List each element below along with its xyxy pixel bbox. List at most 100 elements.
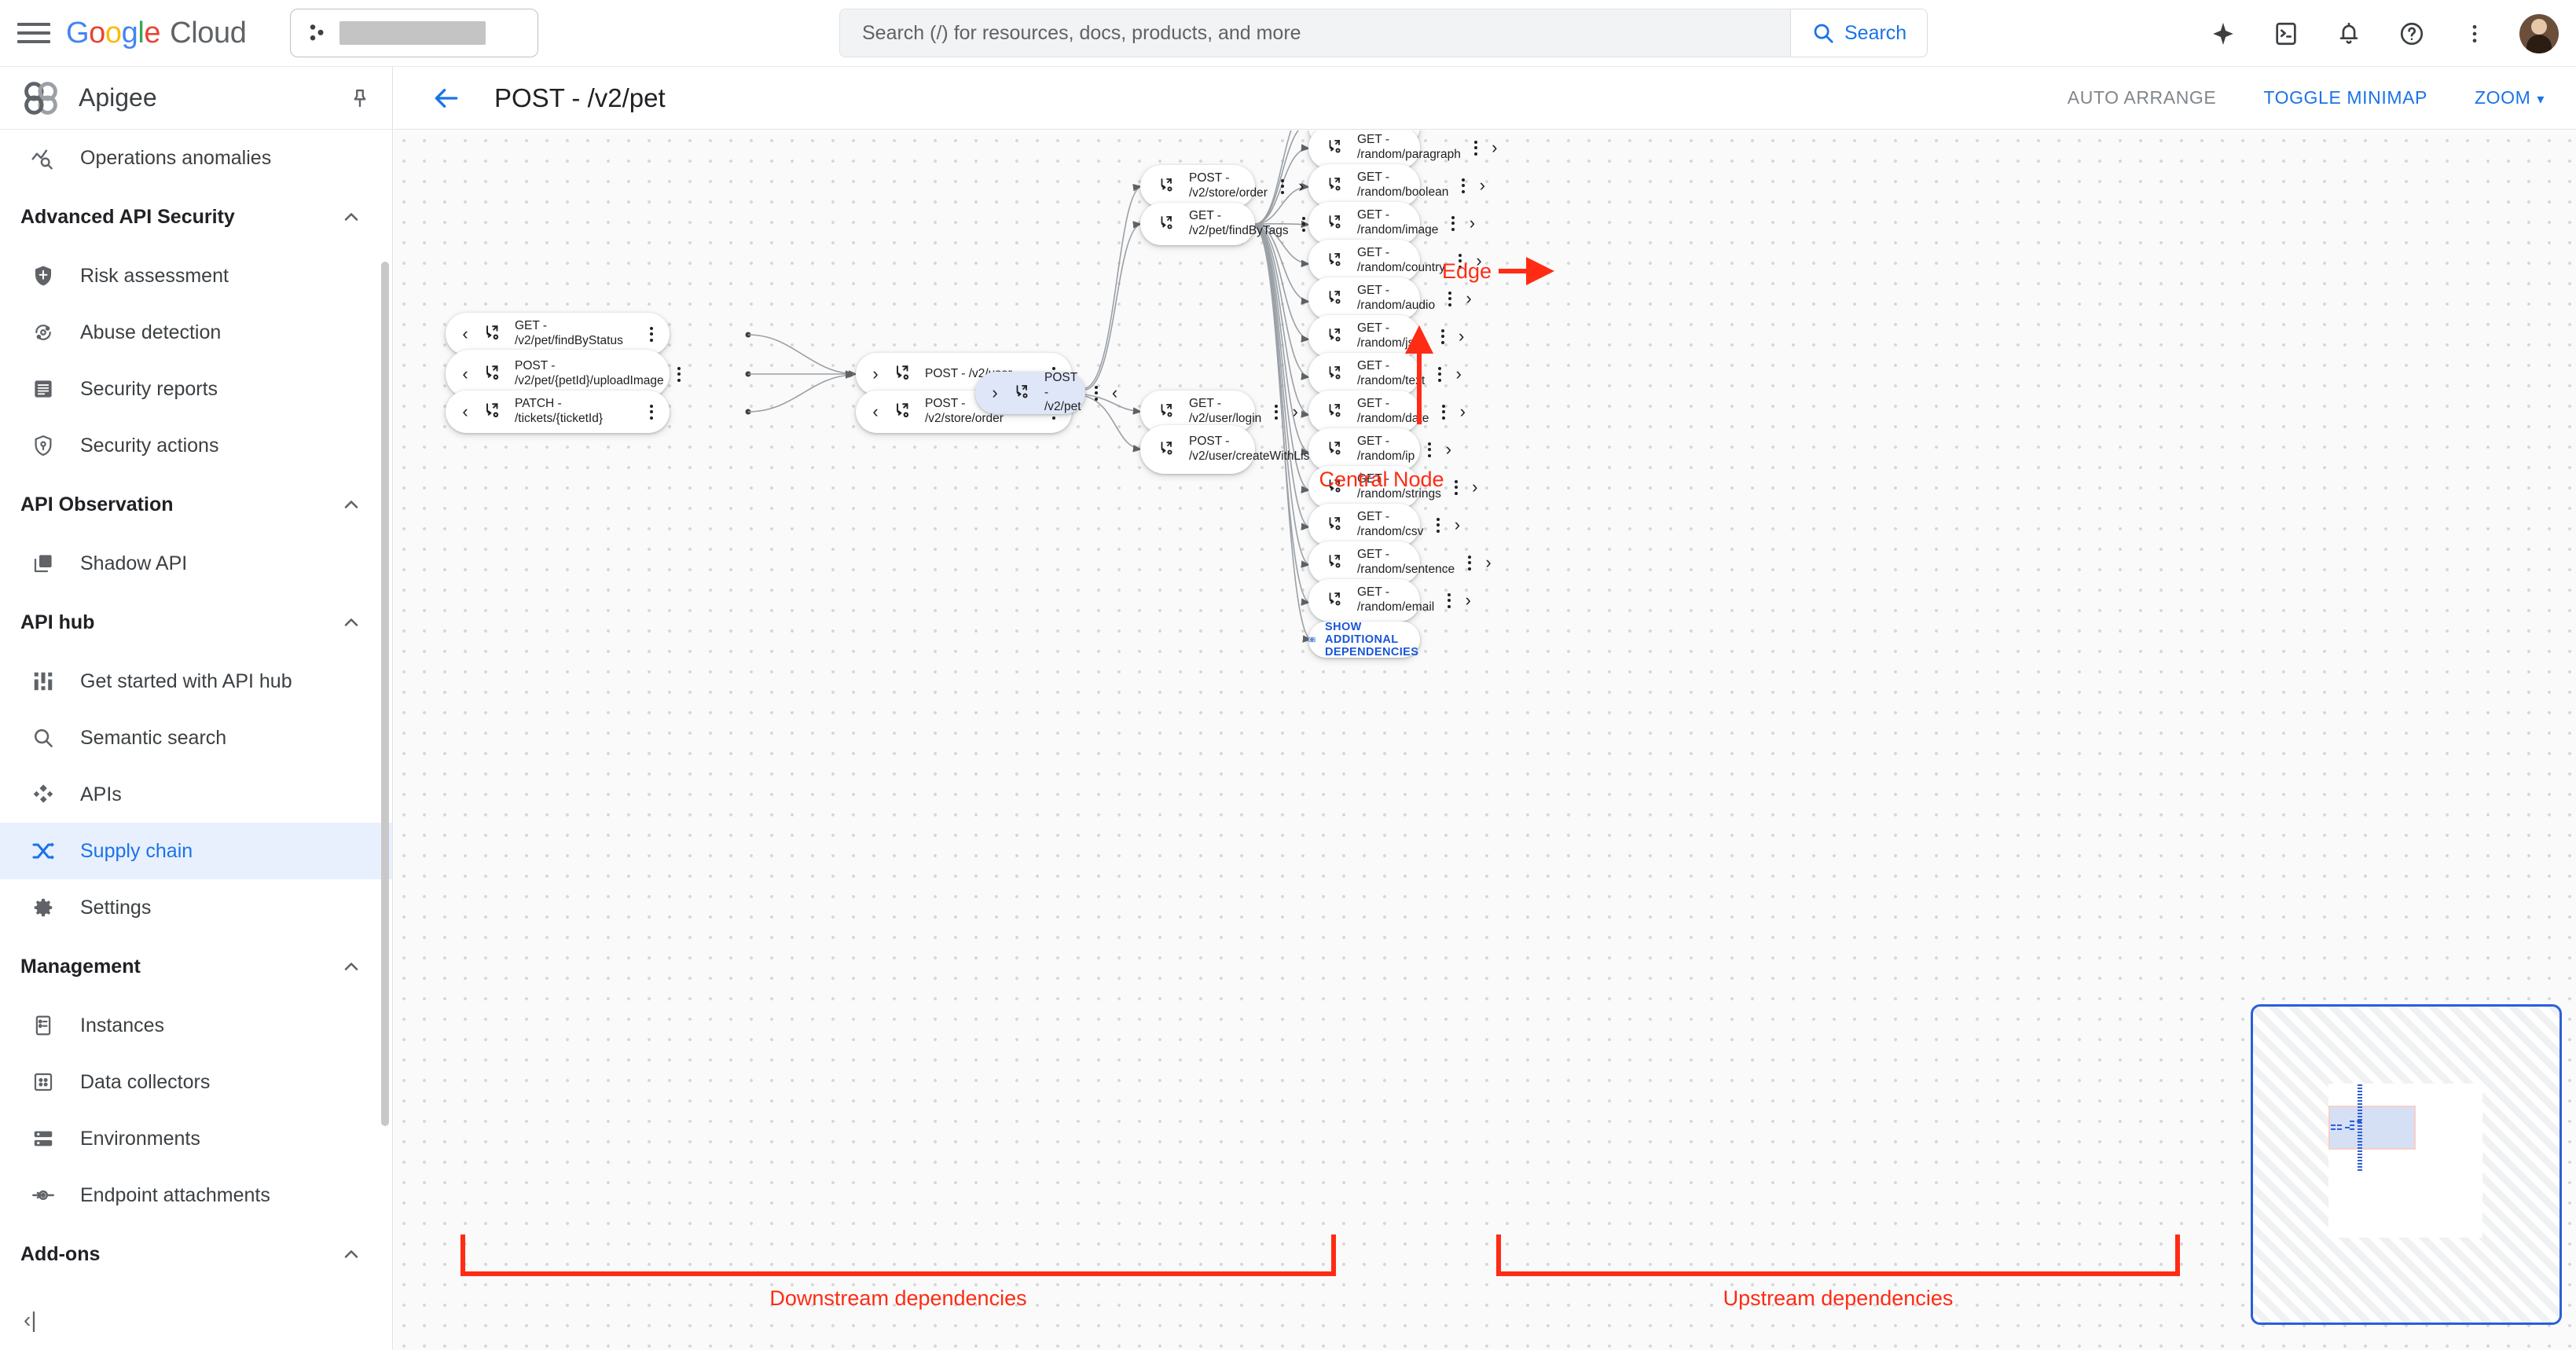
expand-chevron-left-icon[interactable]: ‹ bbox=[462, 364, 468, 383]
expand-chevron-right-icon[interactable]: › bbox=[1485, 552, 1492, 572]
sidebar-item-security-actions[interactable]: Security actions bbox=[0, 417, 392, 474]
graph-node[interactable]: GET - /random/sentence› bbox=[1308, 541, 1492, 584]
graph-node[interactable]: GET - /random/ip› bbox=[1308, 428, 1451, 471]
sidebar-item-abuse-detection[interactable]: Abuse detection bbox=[0, 304, 392, 361]
more-vert-icon[interactable] bbox=[1429, 517, 1447, 533]
more-vert-icon[interactable] bbox=[1467, 140, 1484, 156]
expand-chevron-left-icon[interactable]: ‹ bbox=[462, 402, 468, 421]
sidebar-item-apis[interactable]: APIs bbox=[0, 766, 392, 823]
graph-node[interactable]: GET - /random/csv› bbox=[1308, 504, 1460, 546]
collapse-chevron-left-icon[interactable]: ‹ bbox=[1111, 383, 1118, 402]
supply-chain-graph-canvas[interactable]: ‹ GET - /v2/pet/findByStatus ‹ POST - /v… bbox=[394, 130, 2576, 1350]
expand-chevron-right-icon[interactable]: › bbox=[1492, 138, 1498, 157]
graph-node[interactable]: POST - /v2/store/order › bbox=[1140, 165, 1305, 207]
more-vert-icon[interactable] bbox=[1421, 442, 1438, 457]
toggle-minimap-button[interactable]: TOGGLE MINIMAP bbox=[2263, 87, 2427, 108]
more-vert-icon[interactable] bbox=[1441, 291, 1459, 306]
more-vert-icon[interactable] bbox=[1455, 178, 1472, 193]
graph-node[interactable]: GET - /random/email› bbox=[1308, 579, 1471, 622]
minimap-viewport[interactable] bbox=[2328, 1106, 2416, 1150]
graph-node[interactable]: GET - /random/country› bbox=[1308, 240, 1482, 282]
cloud-shell-icon[interactable] bbox=[2268, 16, 2304, 52]
more-vert-icon[interactable] bbox=[1268, 404, 1285, 420]
sidebar-section-api-hub[interactable]: API hub bbox=[0, 592, 392, 653]
sidebar-item-operations-anomalies[interactable]: Operations anomalies bbox=[0, 130, 392, 186]
help-icon[interactable] bbox=[2394, 16, 2430, 52]
expand-chevron-right-icon[interactable]: › bbox=[1454, 515, 1461, 534]
graph-node[interactable]: POST - /v2/user/createWithList › bbox=[1140, 425, 1349, 474]
expand-chevron-right-icon[interactable]: › bbox=[1458, 326, 1465, 346]
more-vert-icon[interactable] bbox=[1440, 592, 1458, 608]
graph-node[interactable]: GET - /random/boolean› bbox=[1308, 164, 1485, 207]
graph-node[interactable]: GET - /random/strings› bbox=[1308, 466, 1477, 508]
sidebar-item-shadow-api[interactable]: Shadow API bbox=[0, 535, 392, 592]
more-vert-icon[interactable] bbox=[643, 404, 660, 420]
expand-chevron-right-icon[interactable]: › bbox=[1466, 288, 1472, 308]
sidebar-item-supply-chain[interactable]: Supply chain bbox=[0, 823, 392, 879]
sidebar-item-data-collectors[interactable]: Data collectors bbox=[0, 1054, 392, 1110]
graph-node[interactable]: GET - /random/image› bbox=[1308, 202, 1475, 244]
expand-chevron-right-icon[interactable]: › bbox=[1459, 402, 1466, 421]
expand-chevron-right-icon[interactable]: › bbox=[872, 364, 879, 383]
more-vert-icon[interactable] bbox=[670, 366, 688, 382]
expand-chevron-right-icon[interactable]: › bbox=[1472, 477, 1478, 497]
graph-minimap[interactable] bbox=[2251, 1004, 2562, 1325]
graph-node[interactable]: GET - /random/date› bbox=[1308, 391, 1466, 433]
more-vert-icon[interactable] bbox=[1451, 253, 1469, 269]
graph-node[interactable]: GET - /v2/pet/findByTags ‹ bbox=[1140, 203, 1325, 245]
more-vert-icon[interactable] bbox=[643, 326, 660, 342]
graph-node[interactable]: ‹ PATCH - /tickets/{ticketId} bbox=[446, 391, 670, 433]
graph-node[interactable]: ‹ POST - /v2/pet/{petId}/uploadImage bbox=[446, 350, 681, 398]
expand-chevron-left-icon[interactable]: ‹ bbox=[872, 402, 879, 421]
expand-chevron-right-icon[interactable]: › bbox=[1292, 402, 1298, 421]
sidebar-section-management[interactable]: Management bbox=[0, 936, 392, 997]
auto-arrange-button[interactable]: AUTO ARRANGE bbox=[2067, 87, 2217, 108]
gemini-sparkle-icon[interactable] bbox=[2205, 16, 2241, 52]
graph-node[interactable]: GET - /random/text› bbox=[1308, 353, 1462, 395]
sidebar-scrollbar[interactable] bbox=[381, 262, 389, 1126]
more-vert-icon[interactable] bbox=[1431, 366, 1448, 382]
expand-chevron-left-icon[interactable]: ‹ bbox=[462, 324, 468, 343]
sidebar-item-instances[interactable]: Instances bbox=[0, 997, 392, 1054]
expand-chevron-right-icon[interactable]: › bbox=[1479, 175, 1485, 195]
sidebar-item-environments[interactable]: Environments bbox=[0, 1110, 392, 1167]
more-vert-icon[interactable] bbox=[1444, 215, 1462, 231]
hamburger-menu-icon[interactable] bbox=[17, 20, 50, 46]
user-avatar[interactable] bbox=[2519, 13, 2559, 53]
graph-node[interactable]: GET - /random/json› bbox=[1308, 315, 1464, 358]
zoom-dropdown[interactable]: ZOOM▾ bbox=[2475, 87, 2545, 108]
notifications-bell-icon[interactable] bbox=[2331, 16, 2367, 52]
expand-chevron-right-icon[interactable]: › bbox=[1476, 251, 1482, 270]
sidebar-section-advanced-api-security[interactable]: Advanced API Security bbox=[0, 186, 392, 248]
show-additional-dependencies-button[interactable]: SHOW ADDITIONAL DEPENDENCIES bbox=[1308, 621, 1420, 658]
more-vert-icon[interactable] bbox=[1448, 479, 1465, 495]
expand-chevron-right-icon[interactable]: › bbox=[1469, 213, 1476, 233]
more-options-icon[interactable] bbox=[2457, 16, 2493, 52]
project-selector[interactable] bbox=[290, 9, 539, 57]
expand-chevron-right-icon[interactable]: › bbox=[1465, 590, 1471, 610]
search-input[interactable]: Search (/) for resources, docs, products… bbox=[839, 9, 1790, 57]
sidebar-item-security-reports[interactable]: Security reports bbox=[0, 361, 392, 417]
sidebar-section-add-ons[interactable]: Add-ons bbox=[0, 1223, 392, 1285]
more-vert-icon[interactable] bbox=[1461, 555, 1478, 570]
more-vert-icon[interactable] bbox=[1434, 328, 1451, 344]
graph-node[interactable]: ‹ GET - /v2/pet/findByStatus bbox=[446, 313, 670, 355]
sidebar-item-get-started-with-api-hub[interactable]: Get started with API hub bbox=[0, 653, 392, 710]
sidebar-item-risk-assessment[interactable]: Risk assessment bbox=[0, 248, 392, 304]
central-graph-node[interactable]: › POST - /v2/pet ‹ bbox=[975, 371, 1117, 414]
more-vert-icon[interactable] bbox=[1274, 178, 1291, 194]
expand-chevron-right-icon[interactable]: › bbox=[992, 383, 998, 402]
sidebar-item-settings[interactable]: Settings bbox=[0, 879, 392, 936]
graph-node[interactable]: GET - /random/audio› bbox=[1308, 277, 1472, 320]
back-arrow-icon[interactable] bbox=[431, 83, 461, 113]
more-vert-icon[interactable] bbox=[1088, 385, 1105, 401]
expand-chevron-right-icon[interactable]: › bbox=[1445, 439, 1451, 459]
graph-node[interactable]: GET - /random/paragraph› bbox=[1308, 130, 1498, 169]
sidebar-item-semantic-search[interactable]: Semantic search bbox=[0, 710, 392, 766]
more-vert-icon[interactable] bbox=[1435, 404, 1452, 420]
expand-chevron-right-icon[interactable]: › bbox=[1455, 364, 1462, 383]
collapse-panel-icon[interactable]: ‹| bbox=[24, 1308, 37, 1332]
sidebar-item-endpoint-attachments[interactable]: Endpoint attachments bbox=[0, 1167, 392, 1223]
sidebar-section-api-observation[interactable]: API Observation bbox=[0, 474, 392, 535]
